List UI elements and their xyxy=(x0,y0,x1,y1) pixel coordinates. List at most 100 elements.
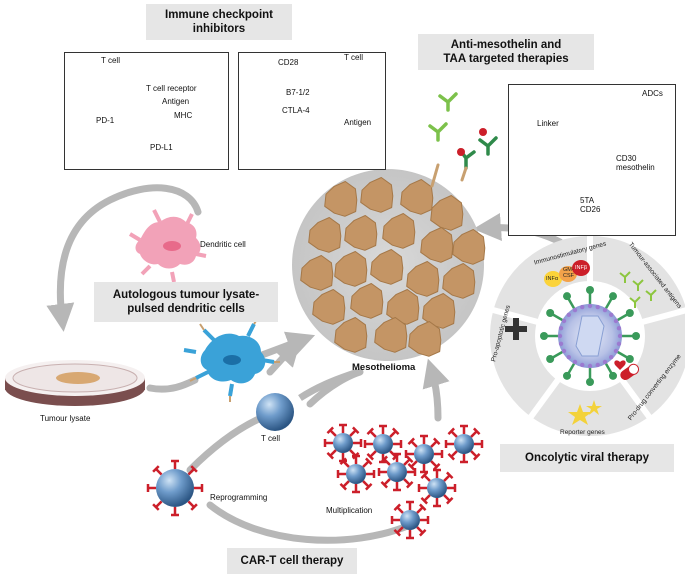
virus-capsid-dot xyxy=(557,333,563,339)
virus-spike-head xyxy=(632,332,640,340)
antigen-label-right: Antigen xyxy=(344,118,372,127)
multiplication-label: Multiplication xyxy=(326,506,373,515)
tcr-label: T cell receptor xyxy=(146,84,197,93)
virus-capsid-dot xyxy=(561,318,567,324)
virus-capsid-dot xyxy=(609,355,614,360)
virus-capsid-dot xyxy=(561,348,567,354)
virus-spike-head xyxy=(625,309,634,317)
virus-capsid-dot xyxy=(616,341,622,346)
virus-capsid-dot xyxy=(580,304,585,310)
tumour-cell xyxy=(334,317,368,353)
virus-spike-head xyxy=(609,371,617,380)
checkpoint-right-box xyxy=(238,52,386,170)
tumour-cell xyxy=(408,321,442,357)
virus-capsid-dot xyxy=(587,363,593,369)
virus-capsid-dot xyxy=(602,307,608,313)
tcell-to-tumour-arrow xyxy=(298,368,360,401)
gene-ifnb: INFβ xyxy=(575,265,588,271)
virus-spike-head xyxy=(609,292,617,301)
virus-capsid-dot xyxy=(572,359,578,365)
car-t-cells xyxy=(146,423,484,540)
oncolytic-title: Oncolytic viral therapy xyxy=(500,444,674,472)
car-t-cell xyxy=(146,459,204,517)
car-t-cell xyxy=(390,500,430,540)
ctla4-label: CTLA-4 xyxy=(282,106,310,115)
tumour-cell xyxy=(360,177,394,213)
checkpoint-right-tcell-label: T cell xyxy=(344,53,363,62)
car-t-cell xyxy=(336,454,376,494)
car-t-cell xyxy=(323,423,363,463)
tumour-cell xyxy=(430,195,464,231)
dendritic-cell-label: Dendritic cell xyxy=(200,240,246,249)
virus-capsid-dot xyxy=(617,333,623,339)
adc-box xyxy=(508,84,676,236)
tumour-cell xyxy=(324,181,358,217)
tumour-cell xyxy=(370,249,404,285)
car-t-cell xyxy=(363,424,403,464)
toxin-label: Toxin xyxy=(520,94,537,101)
virus-spike-head xyxy=(625,355,634,363)
tumour-cell xyxy=(406,261,440,297)
car-t-cell xyxy=(417,468,457,508)
virus-capsid-dot xyxy=(566,312,571,317)
gene-gmcsf: GM- CSF xyxy=(563,267,574,279)
virus-spike-head xyxy=(540,332,548,340)
tumour-cell xyxy=(300,255,334,291)
virus-capsid-dot xyxy=(580,362,585,368)
car-t-cell xyxy=(404,434,444,474)
virus-capsid-dot xyxy=(572,307,578,313)
cart-title: CAR-T cell therapy xyxy=(227,548,357,574)
adcs-label: ADCs xyxy=(642,89,663,98)
car-t-cell xyxy=(444,424,484,464)
segment-reporter: Reporter genes xyxy=(560,429,605,436)
antibodies xyxy=(428,92,498,188)
virus-capsid-dot xyxy=(616,326,622,331)
b7-label: B7-1/2 xyxy=(286,88,310,97)
antigen-label-left: Antigen xyxy=(162,97,190,106)
pd1-label: PD-1 xyxy=(96,116,115,125)
cd28-label: CD28 xyxy=(278,58,299,67)
virus-spike-head xyxy=(586,286,594,294)
dc-to-tumour-arrow xyxy=(260,331,316,359)
tumour-cell xyxy=(350,283,384,319)
tumour-cell xyxy=(382,213,416,249)
virus-capsid-dot xyxy=(602,359,608,365)
mesothelioma-label: Mesothelioma xyxy=(352,362,416,373)
virus-capsid-dot xyxy=(609,312,614,317)
virus-spike-head xyxy=(586,378,594,386)
tumour-cell xyxy=(452,229,486,265)
tumour-cell xyxy=(420,227,454,263)
tumour-lysate-label: Tumour lysate xyxy=(40,414,91,423)
virus-capsid-dot xyxy=(613,318,619,324)
mhc-label: MHC xyxy=(174,111,193,120)
gene-ifna: INFα xyxy=(546,276,559,282)
antimesothelin-title: Anti-mesothelin and TAA targeted therapi… xyxy=(418,34,594,70)
fiveta-label: 5TA CD26 xyxy=(580,196,601,214)
petri-dish xyxy=(5,360,145,406)
tumour-cell xyxy=(422,293,456,329)
checkpoint-left-box xyxy=(64,52,229,170)
tumour-cell xyxy=(334,251,368,287)
virus-capsid-dot xyxy=(587,303,593,309)
cd30-label: CD30 mesothelin xyxy=(616,154,655,172)
virus-capsid-dot xyxy=(595,304,600,310)
dendritic-cell-pink xyxy=(128,209,207,283)
tumour-cell xyxy=(344,215,378,251)
oncolytic-wheel xyxy=(490,236,685,436)
checkpoint-title: Immune checkpoint inhibitors xyxy=(146,4,292,40)
dendritic-title: Autologous tumour lysate- pulsed dendrit… xyxy=(94,282,278,322)
virus-capsid-dot xyxy=(558,341,564,346)
tumour-mass xyxy=(292,169,486,361)
cart-tcell-label: T cell xyxy=(261,434,280,443)
checkpoint-left-tcell-label: T cell xyxy=(101,56,120,65)
virus-spike-head xyxy=(563,292,571,301)
tumour-cell xyxy=(374,317,408,353)
tumour-cell xyxy=(442,263,476,299)
virus-spike-head xyxy=(546,355,555,363)
pdl1-label: PD-L1 xyxy=(150,143,173,152)
virus-capsid-dot xyxy=(558,326,564,331)
tumour-cell xyxy=(386,289,420,325)
tumour-cell xyxy=(400,179,434,215)
